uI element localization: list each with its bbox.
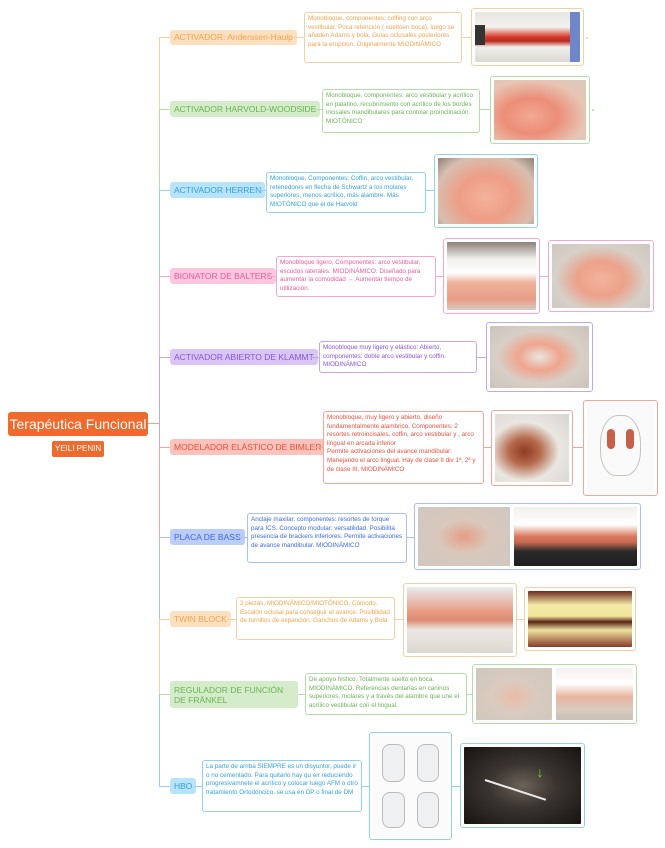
topic-herren-activator[interactable]: ACTIVADOR HERREN: [170, 182, 266, 198]
image-bass-plate-group[interactable]: [414, 503, 641, 570]
trunk-segment: [159, 276, 160, 357]
trunk-segment: [159, 537, 160, 619]
trunk-segment: [159, 694, 160, 786]
note-bionator-balters[interactable]: Monobloque ligero, Componentes: arco ves…: [276, 256, 436, 297]
note-herren-activator[interactable]: Monobloque, Componentes: Coffin, arco ve…: [266, 172, 426, 213]
trunk-segment: [159, 447, 160, 537]
note-andresen-activator[interactable]: Monobloque, componentes; coffing con arc…: [304, 12, 462, 63]
note-harvold-woodside[interactable]: Monobloque, componentes: arco vestibular…: [322, 89, 480, 133]
topic-hbo[interactable]: HBO: [170, 778, 197, 794]
green-arrow-icon: ↓: [536, 763, 544, 780]
trunk-segment: [159, 357, 160, 447]
topic-frankel-regulator[interactable]: REGULADOR DE FUNCIÓN DE FRÄNKEL: [170, 681, 298, 708]
topic-bass-plate[interactable]: PLACA DE BASS: [170, 529, 245, 545]
topic-harvold-woodside[interactable]: ACTIVADOR HARVOLD-WOODSIDE: [170, 101, 321, 117]
root-connector: [148, 423, 160, 424]
image-frankel-on-model[interactable]: [556, 668, 633, 720]
topic-andresen-activator[interactable]: ACTIVADOR: Anderssen-Haulp: [170, 30, 297, 45]
image-bionator-on-model[interactable]: [443, 238, 540, 314]
image-herren-appliance[interactable]: [434, 154, 538, 228]
note-klammt-activator[interactable]: Monobloque muy ligero y elástico: Abiert…: [319, 341, 477, 373]
image-harvold-appliance[interactable]: [490, 76, 590, 144]
trunk-segment: [159, 190, 160, 276]
image-frankel-group[interactable]: [472, 664, 637, 724]
trunk-segment: [159, 109, 160, 190]
central-topic[interactable]: Terapéutica Funcional: [8, 412, 148, 436]
topic-klammt-activator[interactable]: ACTIVADOR ABIERTO DE KLAMMT: [170, 349, 318, 365]
note-bimler-modeler[interactable]: Monobloque, muy ligero y abierto, diseño…: [323, 411, 484, 484]
image-twin-block-models[interactable]: [403, 583, 517, 657]
note-frankel-regulator[interactable]: De apoyo histico. Totalmente suelto en b…: [305, 673, 467, 715]
image-bimler-photo[interactable]: [491, 410, 573, 486]
trunk-segment: [159, 37, 160, 109]
central-subtopic-author[interactable]: YEILI PENIN: [52, 441, 104, 457]
note-bass-plate[interactable]: Anclaje maxilar. componentes: resortes d…: [247, 513, 407, 563]
image-bass-plate-pads[interactable]: [514, 507, 637, 566]
topic-twin-block[interactable]: TWIN BLOCK: [170, 611, 231, 627]
image-bionator-occlusal-view[interactable]: [548, 240, 654, 312]
trunk-segment: [159, 619, 160, 694]
note-twin-block[interactable]: 2 piezas, MIODINÁMICO/MIOTÓNICO. Cómodo.…: [236, 597, 395, 640]
image-bass-plate-model[interactable]: [418, 507, 510, 566]
image-klammt-appliance[interactable]: [486, 322, 593, 392]
topic-bimler-modeler[interactable]: MODELADOR ELÁSTICO DE BIMLER: [170, 439, 326, 455]
topic-bionator-balters[interactable]: BIONATOR DE BALTERS: [170, 268, 277, 284]
note-hbo[interactable]: La parte de arriba SIEMPRE es un disyunt…: [202, 760, 362, 812]
image-bimler-drawing[interactable]: [583, 400, 658, 496]
image-twin-block-intraoral[interactable]: [524, 587, 636, 651]
image-hbo-drawing[interactable]: [369, 732, 452, 840]
image-andresen-appliance-on-model[interactable]: [471, 8, 584, 66]
image-frankel-appliance[interactable]: [476, 668, 552, 720]
image-hbo-3d-scan[interactable]: ↓: [460, 743, 585, 828]
